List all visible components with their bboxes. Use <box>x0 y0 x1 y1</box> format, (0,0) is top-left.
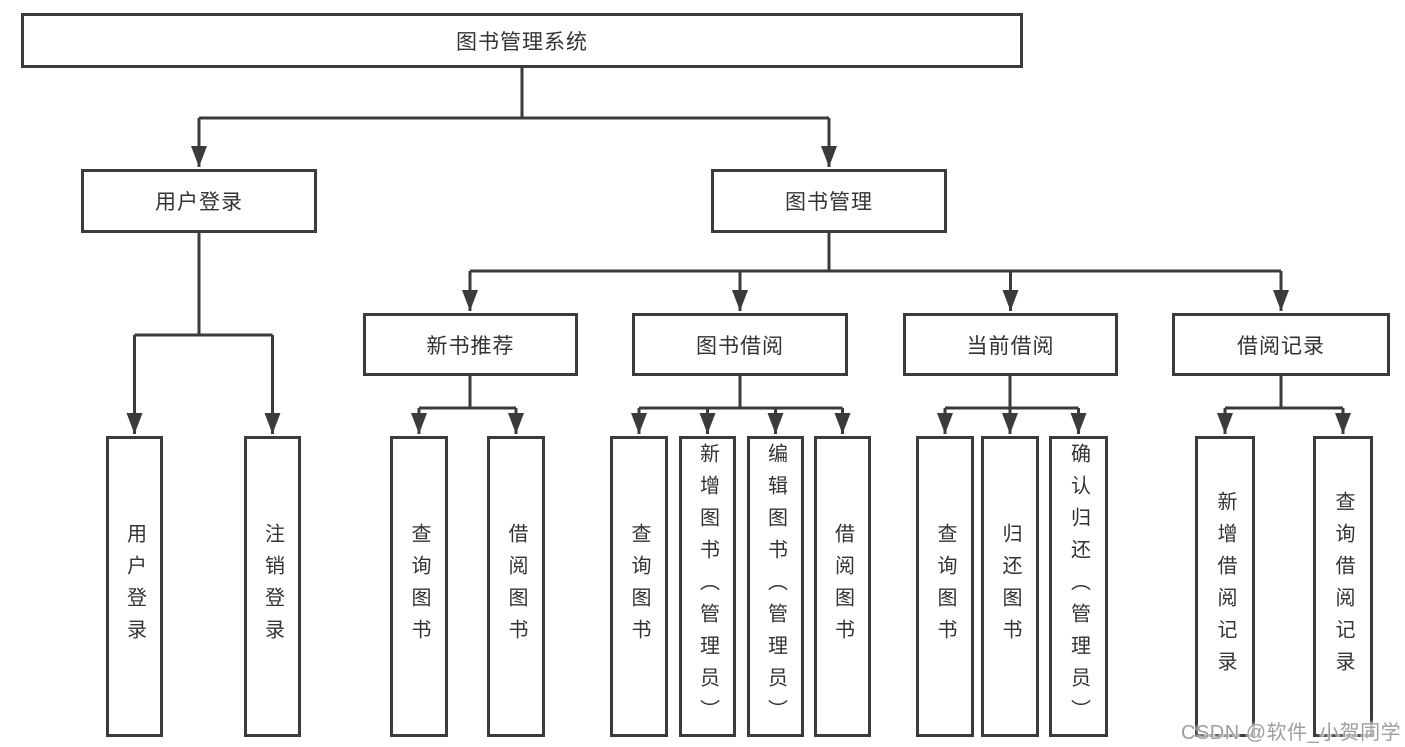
watermark-text: CSDN @软件_小贺同学 <box>1181 722 1402 744</box>
leaf-add-borrow-record: 新增借阅记录 <box>1195 436 1255 737</box>
leaf-edit-books-admin: 编辑图书（管理员） <box>747 436 804 737</box>
leaf-confirm-return-admin: 确认归还（管理员） <box>1049 436 1108 737</box>
node-book-borrow: 图书借阅 <box>632 313 848 376</box>
leaf-user-login: 用户登录 <box>106 436 163 737</box>
leaf-query-borrow-record: 查询借阅记录 <box>1313 436 1373 737</box>
node-current-borrow: 当前借阅 <box>903 313 1118 376</box>
leaf-logout: 注销登录 <box>244 436 301 737</box>
node-root: 图书管理系统 <box>21 13 1023 68</box>
leaf-query-books-current: 查询图书 <box>916 436 974 737</box>
node-book-management: 图书管理 <box>711 169 947 233</box>
leaf-query-books-borrow: 查询图书 <box>610 436 668 737</box>
leaf-query-books-recommend: 查询图书 <box>390 436 448 737</box>
leaf-return-books: 归还图书 <box>981 436 1039 737</box>
node-user-login: 用户登录 <box>81 169 317 233</box>
node-borrow-records: 借阅记录 <box>1172 313 1390 376</box>
leaf-borrow-books: 借阅图书 <box>814 436 871 737</box>
leaf-add-books-admin: 新增图书（管理员） <box>679 436 736 737</box>
leaf-borrow-books-recommend: 借阅图书 <box>487 436 545 737</box>
node-new-book-recommend: 新书推荐 <box>363 313 578 376</box>
